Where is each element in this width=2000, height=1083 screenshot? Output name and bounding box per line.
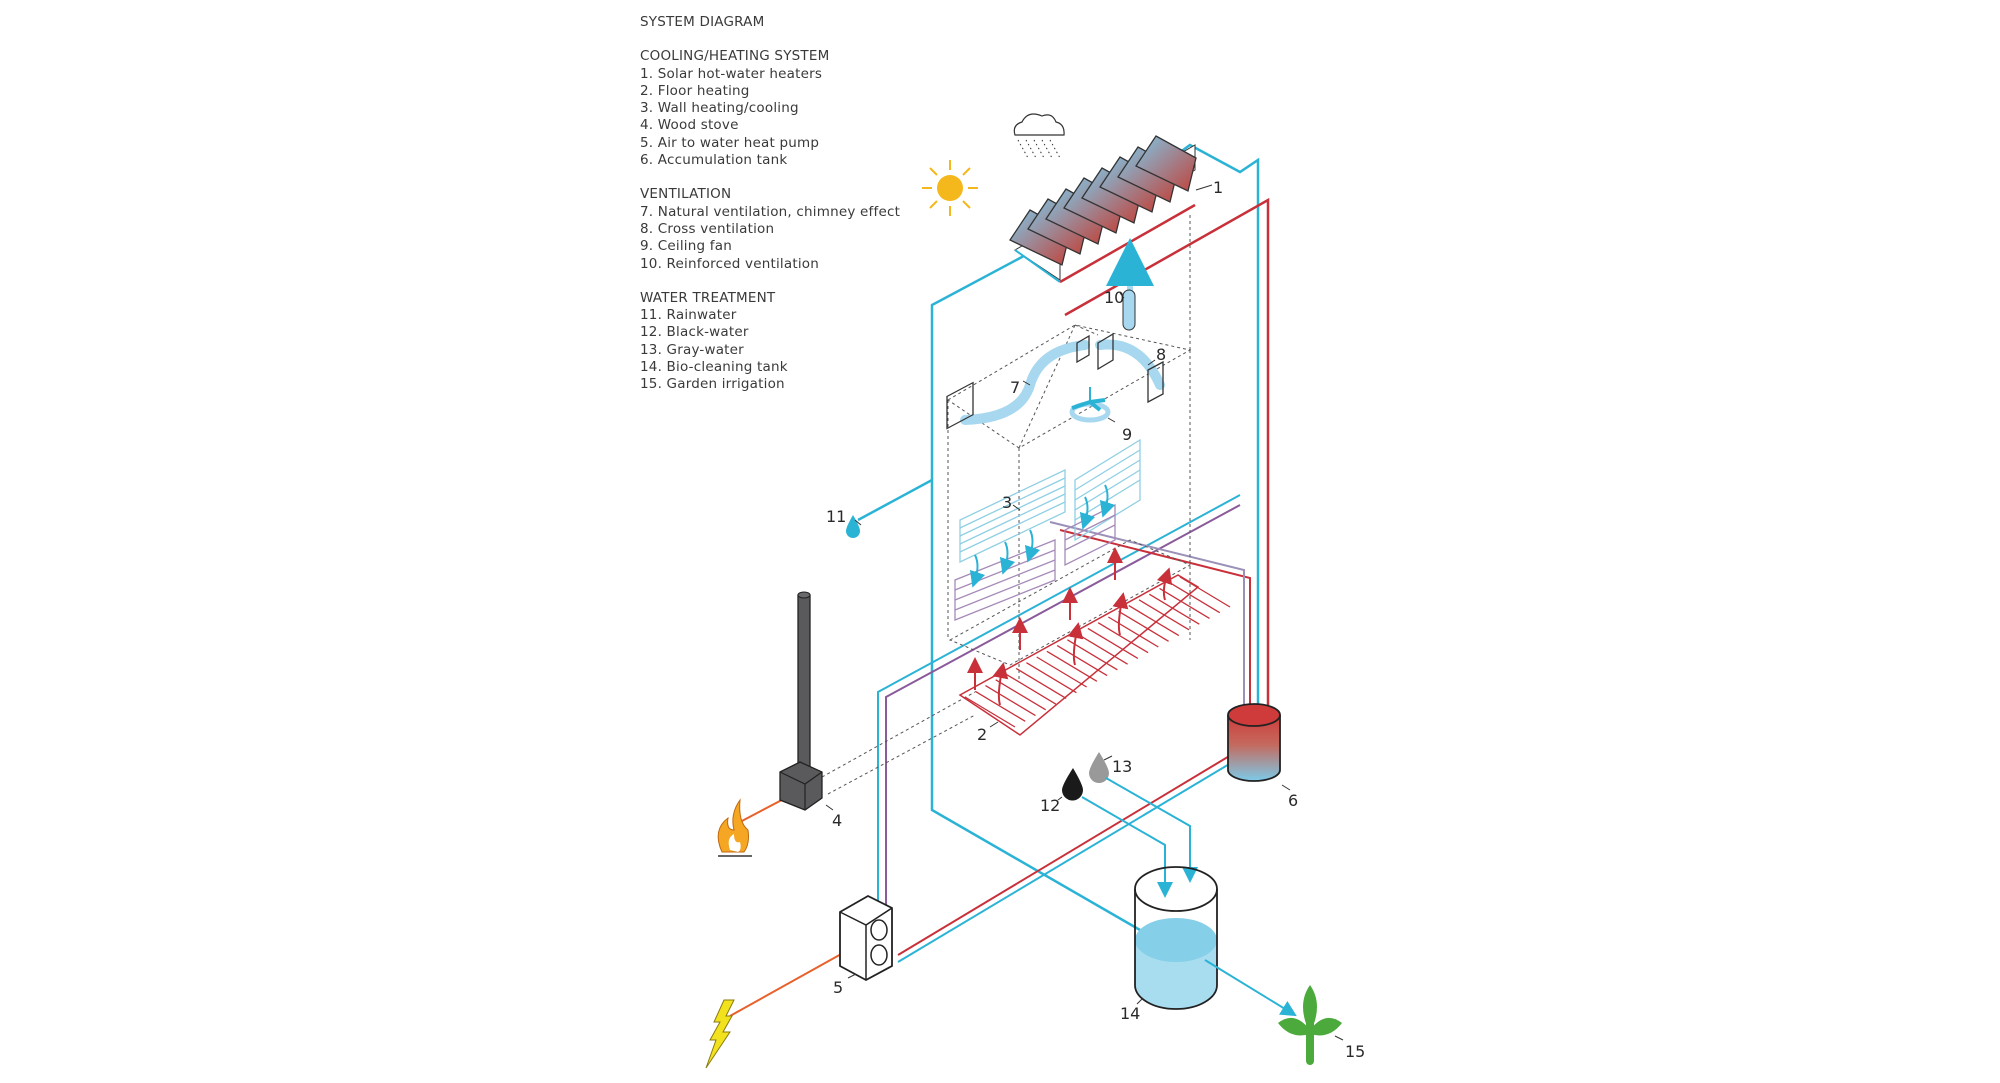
legend-item: 10. Reinforced ventilation <box>640 255 819 272</box>
legend-item: 12. Black-water <box>640 324 749 341</box>
bio-cleaning-tank <box>1134 866 1218 1010</box>
legend-item: 14. Bio-cleaning tank <box>640 359 788 376</box>
floor-coil-line <box>1118 610 1169 642</box>
stove-guide-line <box>827 714 976 795</box>
floor-coil-line <box>1148 593 1200 625</box>
floor-coil-line <box>1067 639 1118 671</box>
ventilation-system <box>946 238 1165 430</box>
floor-coil-line <box>1138 599 1190 631</box>
label-3: 3 <box>1002 493 1012 512</box>
legend-heading: VENTILATION <box>640 186 732 203</box>
floor-coil-line <box>1087 627 1139 659</box>
label-11: 11 <box>826 507 846 526</box>
pump-tank-cold-pipe <box>897 759 1237 963</box>
irrigation-pipe <box>1204 959 1297 1017</box>
gray-water-pipe <box>1105 777 1198 883</box>
label-7: 7 <box>1010 378 1020 397</box>
label-12: 12 <box>1040 796 1060 815</box>
window <box>946 381 974 430</box>
window <box>1097 332 1114 371</box>
legend-title: SYSTEM DIAGRAM <box>640 14 765 30</box>
label-10: 10 <box>1104 288 1124 307</box>
floor-coil-line <box>1015 667 1067 699</box>
rainwater-pipe <box>930 248 1141 932</box>
floor-coil-line <box>1169 582 1221 614</box>
legend-item: 8. Cross ventilation <box>640 220 775 237</box>
legend-item: 4. Wood stove <box>640 117 739 134</box>
label-9: 9 <box>1122 425 1132 444</box>
accumulation-tank <box>1227 703 1281 782</box>
floor-coil-line <box>1026 662 1077 694</box>
legend-item: 9. Ceiling fan <box>640 238 732 255</box>
legend-item: 6. Accumulation tank <box>640 152 788 169</box>
rain-cloud-icon <box>1013 113 1065 159</box>
floor-coil-line <box>1046 650 1098 682</box>
floor-coil-line <box>1036 656 1088 688</box>
raindrop-icon <box>846 515 860 538</box>
solar-hot-pipe <box>1064 197 1270 712</box>
label-5: 5 <box>833 978 843 997</box>
floor-coil-line <box>995 679 1047 711</box>
legend-section-cooling-heating: COOLING/HEATING SYSTEM 1. Solar hot-wate… <box>640 48 900 169</box>
sun-icon <box>922 160 978 216</box>
label-1: 1 <box>1213 178 1223 197</box>
wall-heating-cooling <box>954 438 1141 621</box>
chimney-airflow <box>960 340 1090 425</box>
floor-coil-line <box>1179 576 1231 608</box>
floor-heating <box>958 547 1231 736</box>
lightning-icon <box>705 999 735 1069</box>
cross-airflow <box>1095 339 1165 390</box>
legend-heading: COOLING/HEATING SYSTEM <box>640 48 830 65</box>
solar-hot-water-heaters <box>1009 135 1213 284</box>
floor-coil-line <box>964 696 1016 728</box>
black-water-drop-icon <box>1062 768 1083 801</box>
floor-coil-line <box>985 685 1036 717</box>
electric-feed-line <box>729 947 853 1017</box>
label-15: 15 <box>1345 1042 1365 1061</box>
legend-item: 1. Solar hot-water heaters <box>640 65 823 82</box>
rainwater-inlet-pipe <box>857 478 933 522</box>
ventilation-chimney <box>1122 289 1136 331</box>
ceiling-fan <box>1069 387 1111 423</box>
floor-coil-line <box>1097 622 1149 654</box>
floor-coil-line <box>1077 633 1128 665</box>
legend-item: 11. Rainwater <box>640 307 737 324</box>
fire-icon <box>717 798 752 857</box>
legend-item: 7. Natural ventilation, chimney effect <box>640 203 901 220</box>
wood-stove <box>779 591 823 811</box>
plant-icon <box>1278 985 1342 1065</box>
label-6: 6 <box>1288 791 1298 810</box>
stove-guide-line <box>821 691 976 778</box>
label-14: 14 <box>1120 1004 1140 1023</box>
legend-item: 5. Air to water heat pump <box>640 134 820 151</box>
heat-pump-return-pipe <box>885 504 1241 905</box>
legend-item: 2. Floor heating <box>640 82 750 99</box>
window <box>1147 360 1164 404</box>
legend-item: 15. Garden irrigation <box>640 376 785 393</box>
legend-section-ventilation: VENTILATION 7. Natural ventilation, chim… <box>640 186 900 272</box>
callout-labels: 1 2 3 4 5 6 7 8 9 10 11 12 13 14 15 <box>826 178 1365 1061</box>
black-water-pipe <box>1081 796 1173 898</box>
floor-coil-line <box>1128 605 1180 637</box>
floor-coil-line <box>1005 673 1057 705</box>
legend-section-water-treatment: WATER TREATMENT 11. Rainwater 12. Black-… <box>640 290 900 394</box>
label-13: 13 <box>1112 757 1132 776</box>
gray-water-drop-icon <box>1089 752 1109 783</box>
window <box>1076 334 1090 364</box>
leader-lines <box>825 292 1344 1041</box>
floor-coil-line <box>1107 616 1159 648</box>
air-to-water-heat-pump <box>839 894 893 982</box>
label-8: 8 <box>1156 345 1166 364</box>
floor-hot-pipe <box>1059 529 1251 712</box>
floor-coil-line <box>1056 645 1108 677</box>
label-2: 2 <box>977 725 987 744</box>
legend-heading: WATER TREATMENT <box>640 289 776 306</box>
label-4: 4 <box>832 811 842 830</box>
legend-item: 13. Gray-water <box>640 341 744 358</box>
legend: SYSTEM DIAGRAM COOLING/HEATING SYSTEM 1.… <box>640 14 900 394</box>
floor-coil-line <box>1159 587 1210 619</box>
legend-item: 3. Wall heating/cooling <box>640 100 799 117</box>
floor-coil-line <box>974 690 1026 722</box>
pump-tank-hot-pipe <box>897 751 1237 956</box>
